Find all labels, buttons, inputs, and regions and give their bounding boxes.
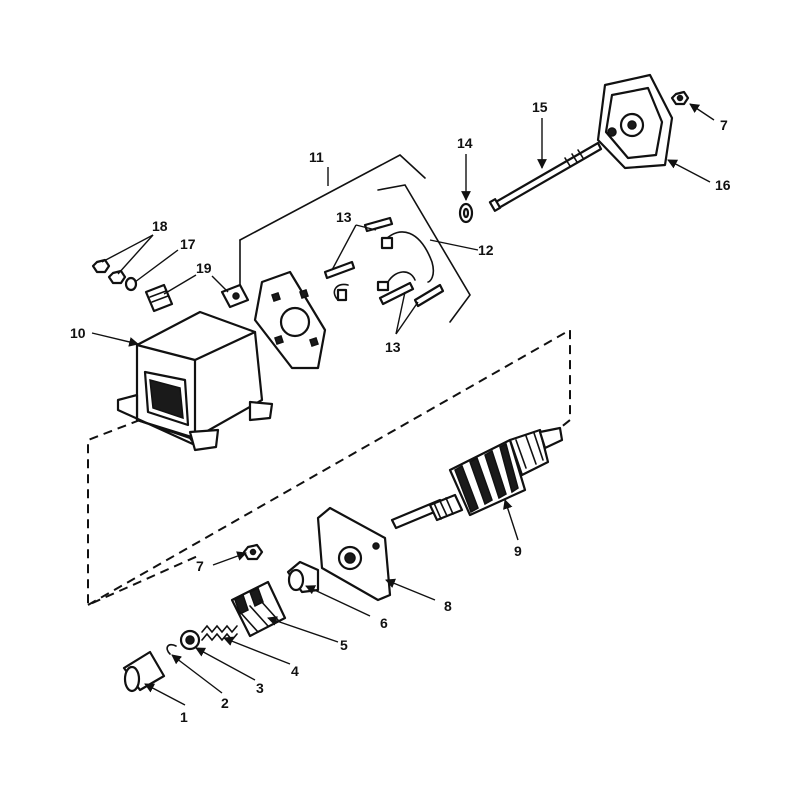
callout-14: 14 xyxy=(457,135,473,151)
callout-13-top: 13 xyxy=(336,209,352,225)
callout-3: 3 xyxy=(256,680,264,696)
part-5-pinion-gear xyxy=(230,580,287,638)
callout-4: 4 xyxy=(291,663,299,679)
part-12-bracket xyxy=(377,184,471,323)
part-6-drive-sleeve xyxy=(286,560,320,594)
part-2-retaining-ring xyxy=(166,643,177,655)
part-8-end-head xyxy=(316,506,392,602)
callout-1: 1 xyxy=(180,709,188,725)
part-7-nut-top xyxy=(670,90,690,106)
part-15-through-bolt xyxy=(488,141,603,212)
callout-11: 11 xyxy=(309,149,324,165)
callout-7-top: 7 xyxy=(720,117,728,133)
part-7-nut-lower xyxy=(242,543,264,561)
part-11-bracket xyxy=(239,154,426,286)
callout-6: 6 xyxy=(380,615,388,631)
part-19-insulator-block xyxy=(144,283,174,313)
part-10-field-frame xyxy=(116,310,274,452)
part-3-spring-cup xyxy=(179,629,201,651)
part-9-armature xyxy=(390,426,564,530)
callout-10: 10 xyxy=(70,325,86,341)
callout-8: 8 xyxy=(444,598,452,614)
part-14-washer xyxy=(458,202,474,224)
part-13-brush-springs xyxy=(323,216,445,308)
callout-labels: 1 2 3 4 5 6 7 8 9 10 11 12 13 13 14 15 1… xyxy=(70,99,731,725)
callout-15: 15 xyxy=(532,99,548,115)
callout-18: 18 xyxy=(152,218,168,234)
assembly-alignment-dashed-line xyxy=(87,328,571,607)
part-16-end-frame xyxy=(596,73,674,170)
callout-13-bottom: 13 xyxy=(385,339,401,355)
callout-17: 17 xyxy=(180,236,196,252)
callout-7-lower: 7 xyxy=(196,558,204,574)
part-4-spring xyxy=(201,624,238,642)
part-12-brush-leads xyxy=(333,231,435,302)
part-1-cap xyxy=(122,650,166,693)
callout-19: 19 xyxy=(196,260,212,276)
callout-2: 2 xyxy=(221,695,229,711)
part-17-washer xyxy=(124,276,138,292)
part-19-terminal-plate xyxy=(220,283,250,309)
callout-9: 9 xyxy=(514,543,522,559)
leader-lines xyxy=(91,103,715,706)
callout-12: 12 xyxy=(478,242,494,258)
part-11-brush-plate xyxy=(253,270,327,370)
part-18-nuts xyxy=(91,258,127,285)
callout-5: 5 xyxy=(340,637,348,653)
callout-16: 16 xyxy=(715,177,731,193)
